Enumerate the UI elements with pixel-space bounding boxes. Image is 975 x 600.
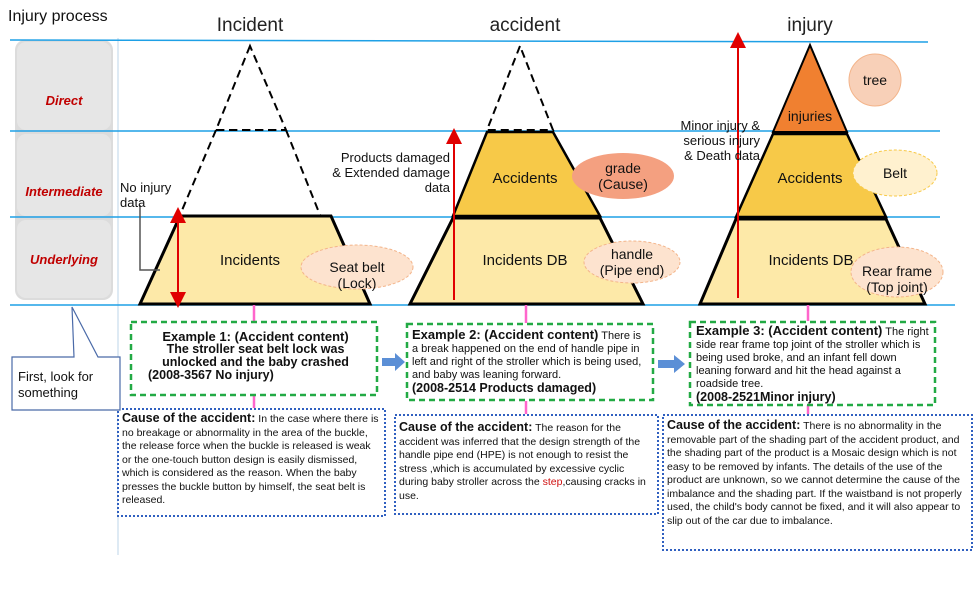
- pyramid1-oval: [300, 244, 414, 290]
- callout-text: First, look for something: [18, 369, 118, 401]
- example2-ref: (2008-2514 Products damaged): [412, 381, 597, 395]
- pyramid3-oval-bottom-line1: Rear frame: [861, 263, 933, 279]
- pyramid2-oval-bottom-line2: (Pipe end): [599, 262, 665, 278]
- cause1-box: [117, 408, 386, 517]
- cause2-box: [394, 414, 659, 515]
- level-direct-label: Direct: [45, 93, 83, 108]
- pyramid1-dashed-top: [214, 43, 288, 131]
- injury-process-label: Injury process: [8, 8, 108, 25]
- cause2-heading: Cause of the accident:: [399, 420, 533, 434]
- pyramid1-oval-line1: Seat belt: [329, 259, 385, 275]
- cause3-body: There is no abnormality in the removable…: [667, 420, 962, 527]
- pyramid3-oval-top-label: tree: [862, 72, 888, 88]
- pyramid3-incidents-label: Incidents DB: [768, 252, 854, 269]
- pyramid3-oval-mid: [852, 149, 938, 197]
- pyramid1-dashed-left: [179, 129, 217, 216]
- example1-ref: (2008-3567 No injury): [148, 368, 274, 382]
- example3-ref: (2008-2521Minor injury): [696, 390, 836, 404]
- pyramid2-oval-top-label: grade (Cause): [578, 160, 668, 192]
- example1-box: [129, 320, 379, 397]
- cause1-text: Cause of the accident: In the case where…: [122, 411, 382, 508]
- cause2-text: Cause of the accident: The reason for th…: [399, 420, 655, 503]
- example2-heading: Example 2: (Accident content): [412, 327, 599, 342]
- cause3-heading: Cause of the accident:: [667, 418, 801, 432]
- pyramid1-side-note: No injury data: [120, 180, 190, 210]
- example1-line2: unlocked and the baby crashed: [162, 355, 349, 369]
- pyramid3-oval-top: [848, 53, 902, 107]
- pyramid2-side-note: Products damaged & Extended damage data: [310, 150, 450, 195]
- pyramid2-oval-bottom-label: handle (Pipe end): [584, 246, 680, 278]
- example3-heading-tail: The: [882, 326, 905, 338]
- example1-text: Example 1: (Accident content) The stroll…: [138, 330, 373, 382]
- pyramid1-oval-line2: (Lock): [337, 275, 377, 291]
- pyramid1-bracket: [139, 205, 160, 271]
- pyramid2-accidents-layer: [451, 130, 603, 218]
- level-underlying-band: [17, 220, 111, 298]
- cause3-box: [662, 414, 973, 551]
- injury-title: injury: [787, 15, 833, 36]
- level-intermediate-label: Intermediate: [25, 184, 103, 199]
- pyramid1-side-note-line1: No injury: [120, 180, 172, 195]
- example2-box: [405, 322, 655, 402]
- guide-line-top: [9, 39, 929, 43]
- pyramid3-accidents-layer: [734, 132, 888, 219]
- pyramid1-side-note-line2: data: [120, 195, 146, 210]
- pyramid1-incidents-label: Incidents: [219, 252, 281, 269]
- example3-body: right side rear frame top joint of the s…: [696, 326, 929, 390]
- pyramid2-accidents-label: Accidents: [492, 170, 558, 187]
- pyramid3-injuries-label: injuries: [787, 108, 833, 124]
- pyramid2-side-note-line2: & Extended damage: [332, 165, 450, 180]
- pyramid3-oval-bottom-label: Rear frame (Top joint): [849, 263, 945, 295]
- pyramid3-injuries-layer: [771, 42, 849, 133]
- pyramid3-side-note: Minor injury & serious injury & Death da…: [640, 118, 760, 163]
- cause2-body-b: ,causing cracks in use.: [399, 476, 646, 502]
- callout-line2: something: [18, 385, 78, 400]
- callout-line1: First, look for: [18, 369, 94, 384]
- cause2-step-highlight: step: [542, 476, 563, 488]
- example3-heading: Example 3: (Accident content): [696, 323, 883, 338]
- example3-box: [688, 320, 937, 407]
- pyramid2-oval-top: [572, 153, 674, 199]
- pyramid3-side-note-line2: serious injury: [683, 133, 760, 148]
- accident-title: accident: [489, 15, 561, 36]
- pyramid2-oval-bottom-line1: handle: [610, 246, 654, 262]
- example2-text: Example 2: (Accident content) There is a…: [412, 328, 650, 395]
- pyramid1-incidents-layer: [137, 214, 373, 306]
- example1-line1: The stroller seat belt lock was: [166, 342, 345, 356]
- level-underlying-label: Underlying: [30, 252, 98, 267]
- level-direct-band: [17, 42, 111, 130]
- pyramid2-oval-bottom: [583, 240, 681, 284]
- flow-arrow-2: [658, 355, 685, 373]
- pyramid2-incidents-label: Incidents DB: [482, 252, 568, 269]
- pyramid2-side-note-line1: Products damaged: [340, 150, 450, 165]
- example1-heading: Example 1: (Accident content): [162, 329, 349, 344]
- incident-title: Incident: [216, 15, 284, 36]
- pyramid3-oval-bottom-line2: (Top joint): [866, 279, 928, 295]
- pyramid3-side-note-line3: & Death data: [684, 148, 760, 163]
- flow-arrow-1: [382, 353, 405, 371]
- example2-heading-tail: There: [598, 330, 630, 342]
- pyramid3-side-note-line1: Minor injury &: [680, 118, 760, 133]
- example3-text: Example 3: (Accident content) The right …: [696, 324, 932, 404]
- pyramid1-dashed-right: [285, 129, 321, 216]
- cause3-text: Cause of the accident: There is no abnor…: [667, 418, 970, 528]
- pyramid2-oval-top-line1: grade: [605, 160, 641, 176]
- pyramid2-oval-top-line2: (Cause): [598, 176, 648, 192]
- pyramid3-oval-bottom: [850, 246, 944, 298]
- level-intermediate-band: [17, 134, 111, 216]
- pyramid3-accidents-label: Accidents: [777, 170, 843, 187]
- cause1-heading: Cause of the accident:: [122, 411, 256, 425]
- cause2-body-a: The reason for the accident was inferred…: [399, 422, 641, 488]
- example2-body: is a break happened on the end of handle…: [412, 330, 642, 381]
- pyramid2-dashed-top: [485, 43, 555, 131]
- callout-bubble: [11, 306, 121, 411]
- pyramid1-oval-label: Seat belt (Lock): [303, 259, 411, 291]
- pyramid2-side-note-line3: data: [424, 180, 450, 195]
- pyramid2-incidents-layer: [407, 216, 646, 306]
- pyramid3-oval-mid-label: Belt: [882, 165, 908, 181]
- cause1-body: In the case where there is no breakage o…: [122, 413, 379, 506]
